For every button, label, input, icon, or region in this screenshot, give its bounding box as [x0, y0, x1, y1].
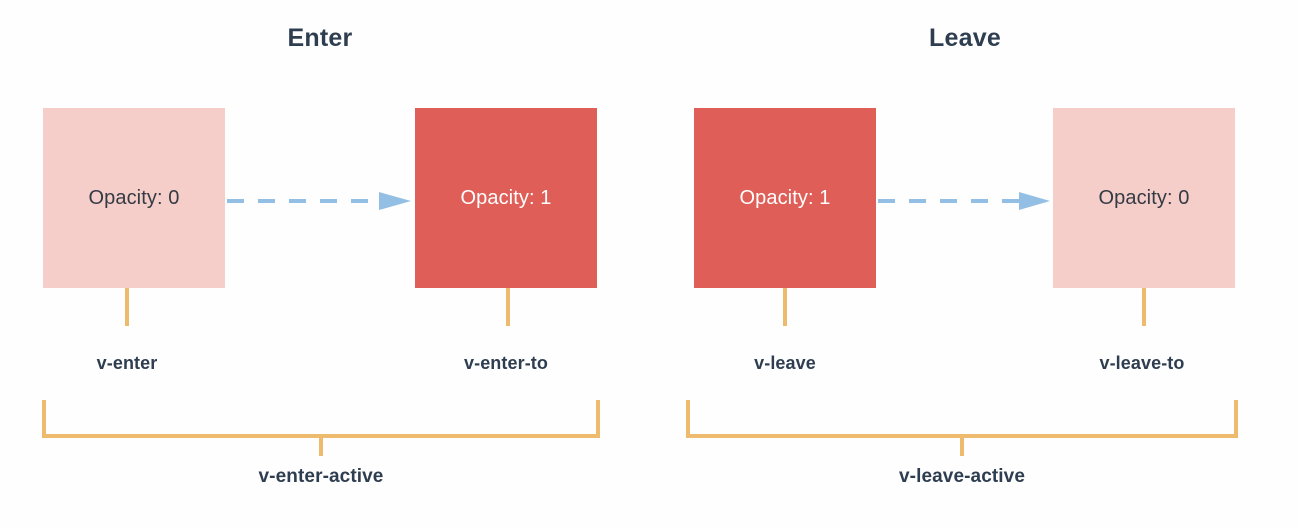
leave-from-stem — [783, 288, 787, 326]
enter-from-box: Opacity: 0 — [43, 108, 225, 288]
dashed-arrow-right-icon — [227, 192, 411, 210]
enter-from-stem — [125, 288, 129, 326]
leave-active-class-label: v-leave-active — [898, 466, 1026, 487]
leave-active-bracket — [686, 400, 1238, 438]
enter-from-box-label: Opacity: 0 — [88, 186, 180, 209]
enter-active-bracket — [42, 400, 600, 438]
leave-transition-arrow — [878, 190, 1053, 212]
enter-to-class-label: v-enter-to — [463, 353, 548, 373]
leave-active-bracket-stem — [960, 437, 964, 456]
group-title-leave: Leave — [929, 24, 1001, 52]
enter-active-bracket-stem — [319, 437, 323, 456]
leave-from-box-label: Opacity: 1 — [739, 186, 831, 209]
enter-transition-arrow — [227, 190, 415, 212]
enter-from-class-label: v-enter — [96, 353, 158, 373]
leave-from-box: Opacity: 1 — [694, 108, 876, 288]
leave-to-class-label: v-leave-to — [1099, 353, 1185, 373]
enter-to-stem — [506, 288, 510, 326]
leave-to-box-label: Opacity: 0 — [1098, 186, 1190, 209]
enter-to-box-label: Opacity: 1 — [460, 186, 552, 209]
leave-from-class-label: v-leave — [754, 353, 816, 373]
leave-to-box: Opacity: 0 — [1053, 108, 1235, 288]
enter-active-class-label: v-enter-active — [258, 466, 384, 487]
group-title-enter: Enter — [287, 24, 353, 52]
leave-to-stem — [1142, 288, 1146, 326]
dashed-arrow-right-icon — [878, 192, 1050, 210]
enter-to-box: Opacity: 1 — [415, 108, 597, 288]
